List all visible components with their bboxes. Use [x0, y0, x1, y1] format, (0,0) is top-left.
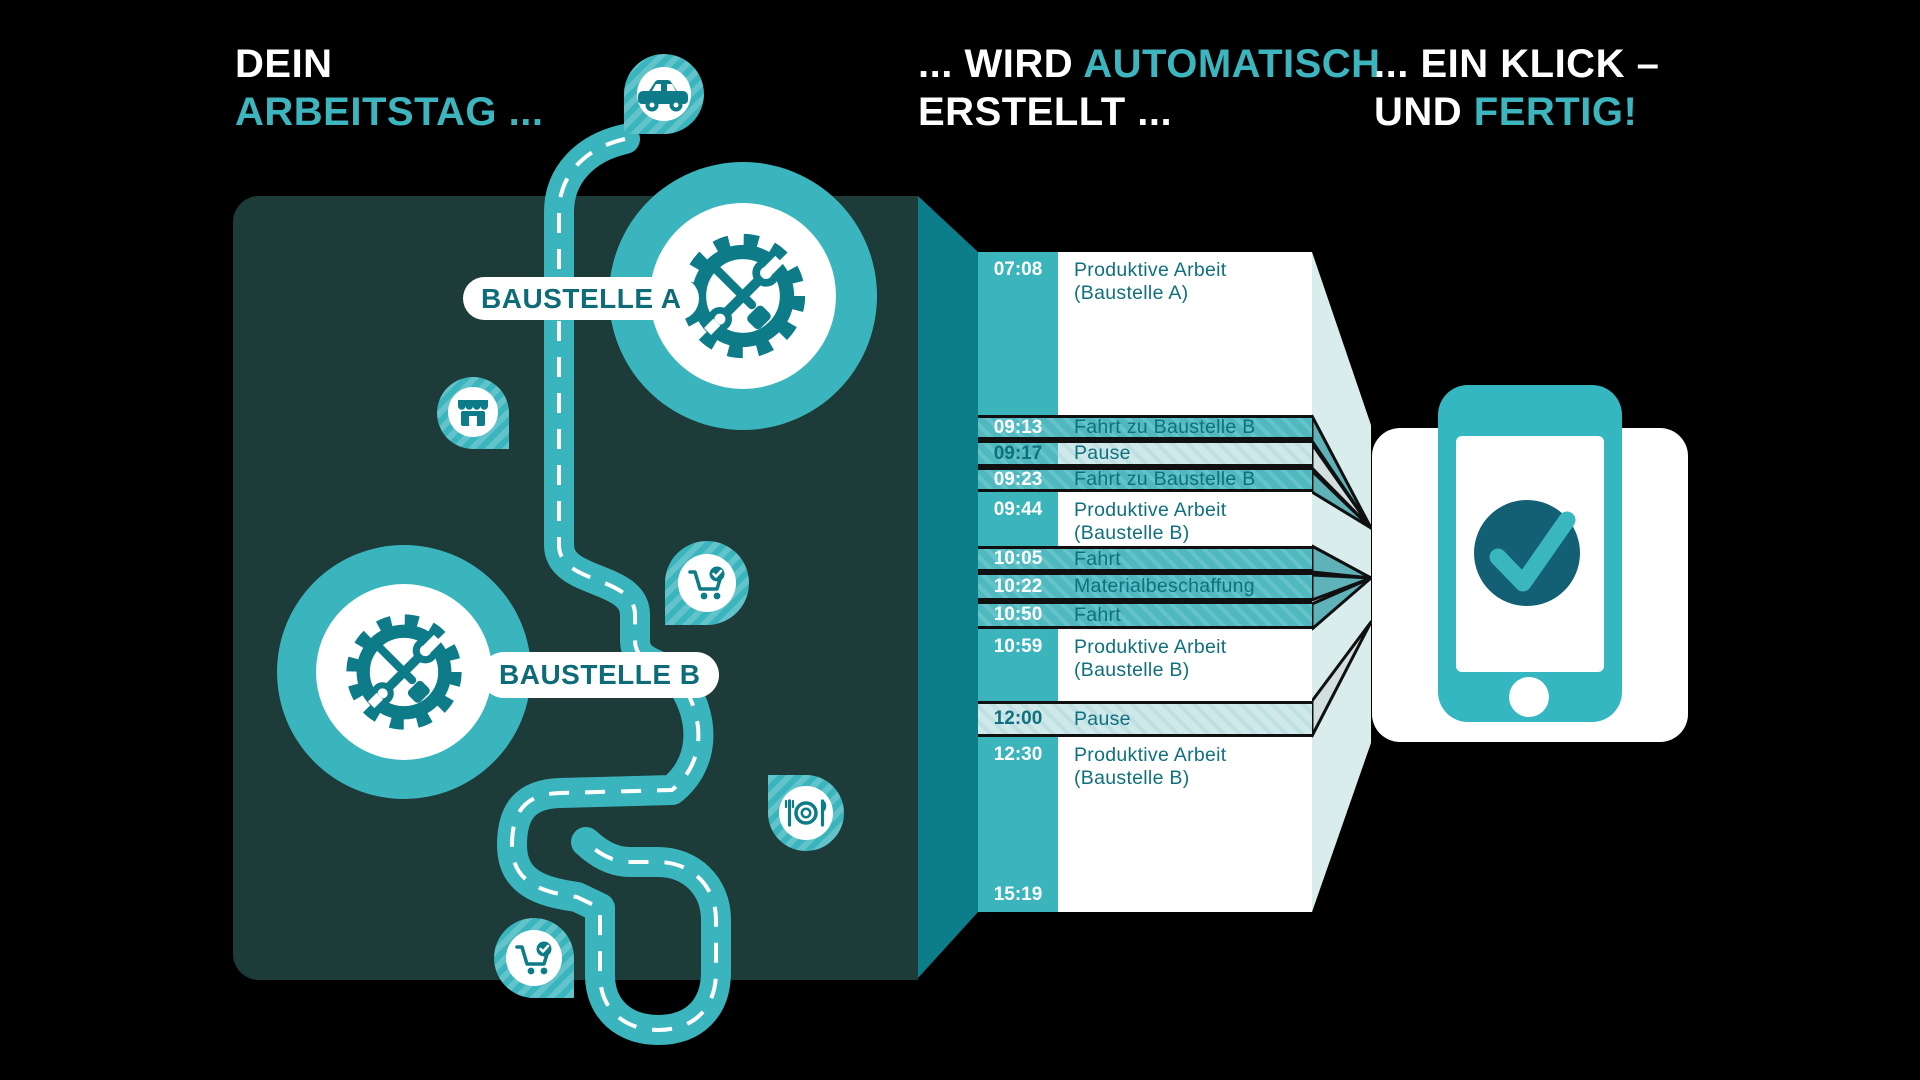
row-label: Materialbeschaffung — [1074, 575, 1255, 597]
row-label: Pause — [1074, 442, 1131, 464]
site-b-text: BAUSTELLE B — [499, 659, 701, 690]
row-time: 07:08 — [978, 252, 1058, 415]
car-icon — [638, 80, 688, 112]
site-a-text: BAUSTELLE A — [481, 282, 682, 314]
timesheet-row: 10:59 Produktive Arbeit(Baustelle B) — [978, 629, 1312, 701]
headline-mid-line2: ERSTELLT ... — [918, 90, 1173, 134]
row-time: 09:17 — [978, 443, 1058, 464]
row-time: 09:23 — [993, 468, 1043, 490]
row-label: Fahrt zu Baustelle B — [1074, 416, 1256, 438]
row-time: 12:30 — [978, 737, 1058, 912]
row-label: Produktive Arbeit(Baustelle B) — [1074, 636, 1227, 681]
cart-pin-mid — [665, 541, 749, 625]
shop-pin — [437, 377, 509, 449]
timesheet-row: 09:23 Fahrt zu Baustelle B — [978, 467, 1312, 492]
row-time: 10:22 — [993, 575, 1043, 597]
headline-right-prefix: UND — [1374, 90, 1474, 134]
cart-pin-bottom — [494, 918, 574, 998]
row-label: Pause — [1074, 707, 1131, 730]
row-time: 09:13 — [993, 416, 1043, 438]
car-pin — [624, 54, 704, 134]
site-b-label: BAUSTELLE B — [481, 652, 719, 698]
headline-mid-prefix: ... WIRD — [918, 42, 1084, 86]
row-label: Fahrt — [1074, 547, 1122, 570]
headline-workday: DEIN ARBEITSTAG ... — [235, 40, 543, 136]
phone — [1438, 385, 1622, 722]
timesheet-row: 09:17 Pause — [978, 440, 1312, 467]
timesheet-row: 10:22 Materialbeschaffung — [978, 572, 1312, 601]
meal-pin — [768, 775, 844, 851]
site-a-label: BAUSTELLE A — [463, 277, 700, 320]
shop-icon — [458, 400, 488, 426]
headline-automatic: ... WIRD AUTOMATISCH ERSTELLT ... — [918, 40, 1381, 136]
timesheet-row: 07:08 Produktive Arbeit(Baustelle A) — [978, 252, 1312, 415]
row-label: Fahrt zu Baustelle B — [1074, 468, 1256, 490]
timesheet-end-time: 15:19 — [993, 884, 1043, 905]
home-button — [1509, 677, 1549, 717]
road — [497, 124, 731, 1045]
headline-right-line1: ... EIN KLICK – — [1374, 42, 1660, 86]
timesheet-row: 12:00 Pause — [978, 701, 1312, 737]
timesheet: 07:08 Produktive Arbeit(Baustelle A) 09:… — [978, 252, 1312, 912]
row-time: 10:59 — [978, 629, 1058, 701]
row-time: 10:05 — [993, 548, 1043, 569]
site-b-badge — [277, 545, 531, 799]
row-label: Produktive Arbeit(Baustelle B) — [1074, 744, 1227, 789]
headline-left-line1: DEIN — [235, 42, 333, 86]
headline-right-accent: FERTIG! — [1473, 90, 1638, 134]
row-time: 09:44 — [978, 492, 1058, 546]
row-label: Produktive Arbeit(Baustelle A) — [1074, 259, 1227, 304]
check-icon — [1489, 511, 1576, 592]
row-label: Produktive Arbeit(Baustelle B) — [1074, 499, 1227, 544]
headline-mid-accent: AUTOMATISCH — [1083, 42, 1381, 86]
headline-oneclick: ... EIN KLICK – UND FERTIG! — [1374, 40, 1659, 136]
row-label: Fahrt — [1074, 603, 1122, 626]
timesheet-row: 10:05 Fahrt — [978, 546, 1312, 572]
headline-left-line2: ARBEITSTAG ... — [235, 90, 544, 134]
sheet-side-wedge — [918, 196, 978, 978]
timesheet-row: 09:13 Fahrt zu Baustelle B — [978, 415, 1312, 440]
timesheet-row: 10:50 Fahrt — [978, 601, 1312, 629]
meal-icon — [784, 799, 827, 827]
row-time: 12:00 — [993, 708, 1043, 729]
timesheet-row: 09:44 Produktive Arbeit(Baustelle B) — [978, 492, 1312, 546]
site-a-badge — [609, 162, 877, 430]
row-time: 10:50 — [993, 604, 1043, 625]
timesheet-row: 12:30 Produktive Arbeit(Baustelle B) — [978, 737, 1312, 912]
